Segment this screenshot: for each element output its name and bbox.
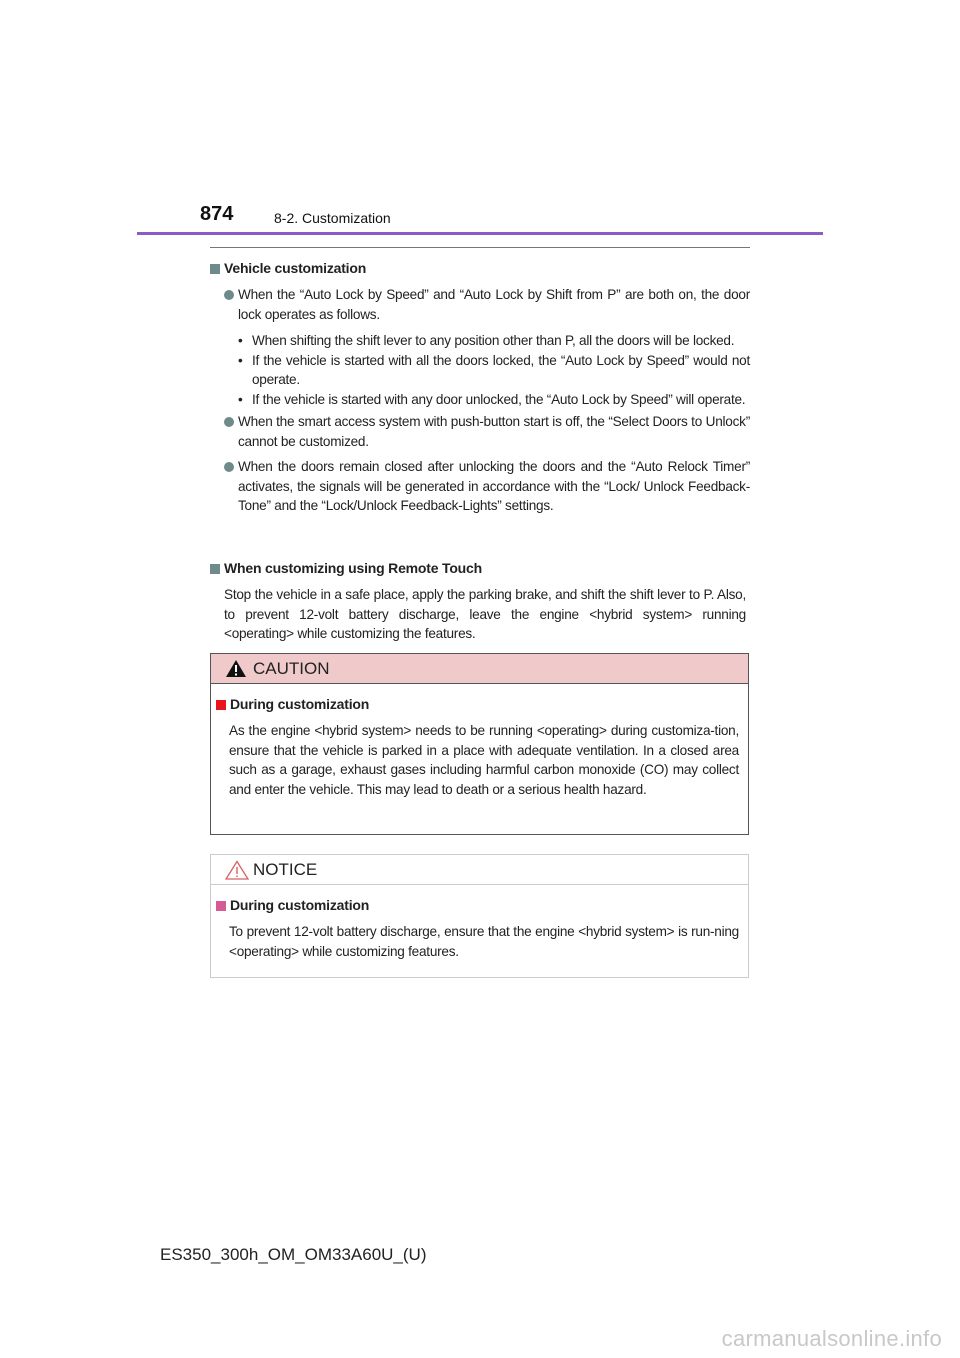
- sub-item-text: If the vehicle is started with all the d…: [252, 352, 750, 388]
- caution-title: CAUTION: [253, 658, 330, 678]
- square-bullet-icon: [210, 564, 220, 574]
- heading-text: During customization: [230, 897, 370, 913]
- square-bullet-icon: [216, 901, 226, 911]
- page-number: 874: [200, 203, 234, 225]
- warning-icon: [226, 660, 246, 677]
- remote-touch-text: Stop the vehicle in a safe place, apply …: [224, 587, 746, 641]
- circle-bullet-icon: [224, 290, 234, 300]
- header-rule: [137, 232, 823, 235]
- bullet-text: When the “Auto Lock by Speed” and “Auto …: [238, 287, 750, 322]
- caution-box: CAUTION During customization As the engi…: [210, 653, 749, 835]
- footer-code: ES350_300h_OM_OM33A60U_(U): [160, 1245, 427, 1264]
- heading-text: During customization: [230, 696, 370, 712]
- caution-text: As the engine <hybrid system> needs to b…: [229, 723, 739, 797]
- heading-text: Vehicle customization: [224, 260, 367, 276]
- warning-outline-icon: [225, 859, 249, 880]
- notice-heading: During customization: [216, 897, 369, 913]
- heading-vehicle-customization: Vehicle customization: [210, 260, 366, 276]
- notice-header: NOTICE: [211, 855, 748, 885]
- notice-box: NOTICE During customization To prevent 1…: [210, 854, 749, 978]
- sub-item: •If the vehicle is started with any door…: [238, 390, 750, 410]
- bullet-text: When the smart access system with push-b…: [238, 414, 750, 449]
- notice-text: To prevent 12-volt battery discharge, en…: [229, 924, 739, 959]
- bullet-text: When the doors remain closed after unloc…: [238, 459, 750, 513]
- list-item: When the doors remain closed after unloc…: [224, 457, 750, 516]
- heading-remote-touch: When customizing using Remote Touch: [210, 560, 482, 576]
- heading-text: When customizing using Remote Touch: [224, 560, 482, 576]
- caution-heading: During customization: [216, 696, 369, 712]
- watermark: carmanualsonline.info: [721, 1326, 942, 1351]
- sub-item: •When shifting the shift lever to any po…: [238, 331, 750, 351]
- bullet-list: When the “Auto Lock by Speed” and “Auto …: [224, 285, 750, 516]
- circle-bullet-icon: [224, 417, 234, 427]
- divider: [210, 247, 750, 248]
- circle-bullet-icon: [224, 462, 234, 472]
- caution-header: CAUTION: [211, 654, 748, 684]
- list-item: When the “Auto Lock by Speed” and “Auto …: [224, 285, 750, 409]
- list-item: When the smart access system with push-b…: [224, 412, 750, 451]
- sub-item-text: When shifting the shift lever to any pos…: [252, 333, 735, 348]
- sub-item-text: If the vehicle is started with any door …: [252, 391, 746, 407]
- square-bullet-icon: [210, 264, 220, 274]
- section-title: 8-2. Customization: [274, 210, 391, 226]
- notice-title: NOTICE: [253, 859, 318, 879]
- sub-item: •If the vehicle is started with all the …: [238, 351, 750, 390]
- square-bullet-icon: [216, 700, 226, 710]
